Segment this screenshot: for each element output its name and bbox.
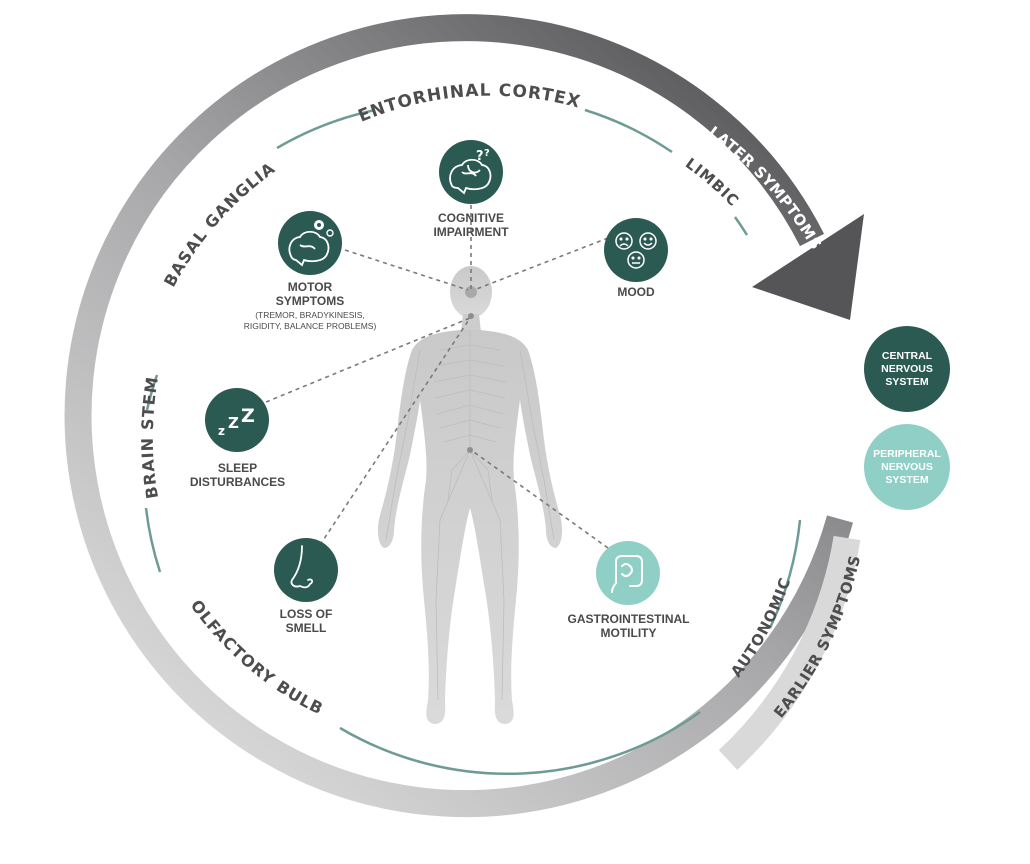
ring-label-basal-ganglia: BASAL GANGLIA	[160, 158, 279, 290]
cognitive-impairment-node: ? ?	[439, 140, 503, 204]
ring-label-entorhinal-cortex: ENTORHINAL CORTEX	[356, 81, 583, 127]
connector-lines	[265, 205, 609, 549]
gastrointestinal-motility-node	[596, 541, 660, 605]
cognitive-impairment-label: COGNITIVE IMPAIRMENT	[433, 211, 509, 239]
ring-label-limbic: LIMBIC	[682, 154, 743, 210]
legend-central-nervous-system: CENTRAL NERVOUS SYSTEM	[864, 326, 950, 412]
loss-of-smell-label: LOSS OF SMELL	[279, 607, 333, 635]
brain-question-icon: ? ?	[449, 148, 492, 195]
sleep-disturbances-label: SLEEP DISTURBANCES	[189, 461, 286, 489]
inner-ring	[144, 108, 802, 776]
human-body-figure	[377, 266, 563, 724]
gut-node	[467, 447, 473, 453]
zzz-icon: z Z Z	[218, 405, 255, 438]
later-arrowhead	[752, 214, 864, 320]
svg-text:?: ?	[484, 148, 490, 159]
brain-gear-icon	[288, 220, 334, 267]
gi-circle	[596, 541, 660, 605]
svg-text:Z: Z	[241, 405, 255, 427]
outer-arrow-ring	[64, 14, 864, 818]
legend-peripheral-label: PERIPHERAL NERVOUS SYSTEM	[873, 447, 941, 486]
gastrointestinal-motility-label: GASTROINTESTINAL MOTILITY	[567, 612, 690, 640]
nose-icon	[290, 545, 314, 589]
svg-text:Z: Z	[228, 414, 239, 432]
svg-text:?: ?	[476, 149, 484, 164]
legend-peripheral-nervous-system: PERIPHERAL NERVOUS SYSTEM	[864, 424, 950, 510]
brain-node	[465, 286, 477, 298]
connector-mood	[473, 237, 609, 291]
sleep-disturbances-node: z Z Z	[205, 388, 269, 452]
mood-node	[604, 218, 668, 282]
mood-circle	[604, 218, 668, 282]
connector-smell	[319, 317, 471, 546]
earlier-arrow-band	[718, 535, 861, 770]
mood-label: MOOD	[617, 285, 655, 299]
loss-of-smell-node	[274, 538, 338, 602]
motor-symptoms-node	[278, 211, 342, 275]
motor-symptoms-label: MOTOR SYMPTOMS	[275, 280, 345, 308]
motor-circle	[278, 211, 342, 275]
ring-label-brain-stem: BRAIN STEM	[138, 375, 162, 500]
svg-text:z: z	[218, 424, 225, 438]
connector-motor	[344, 249, 469, 291]
mood-faces-icon	[615, 232, 657, 269]
sleep-circle	[205, 388, 269, 452]
legend-central-label: CENTRAL NERVOUS SYSTEM	[881, 349, 933, 388]
intestine-icon	[611, 555, 643, 593]
smell-circle	[274, 538, 338, 602]
motor-symptoms-detail: (TREMOR, BRADYKINESIS, RIGIDITY, BALANCE…	[243, 310, 377, 331]
